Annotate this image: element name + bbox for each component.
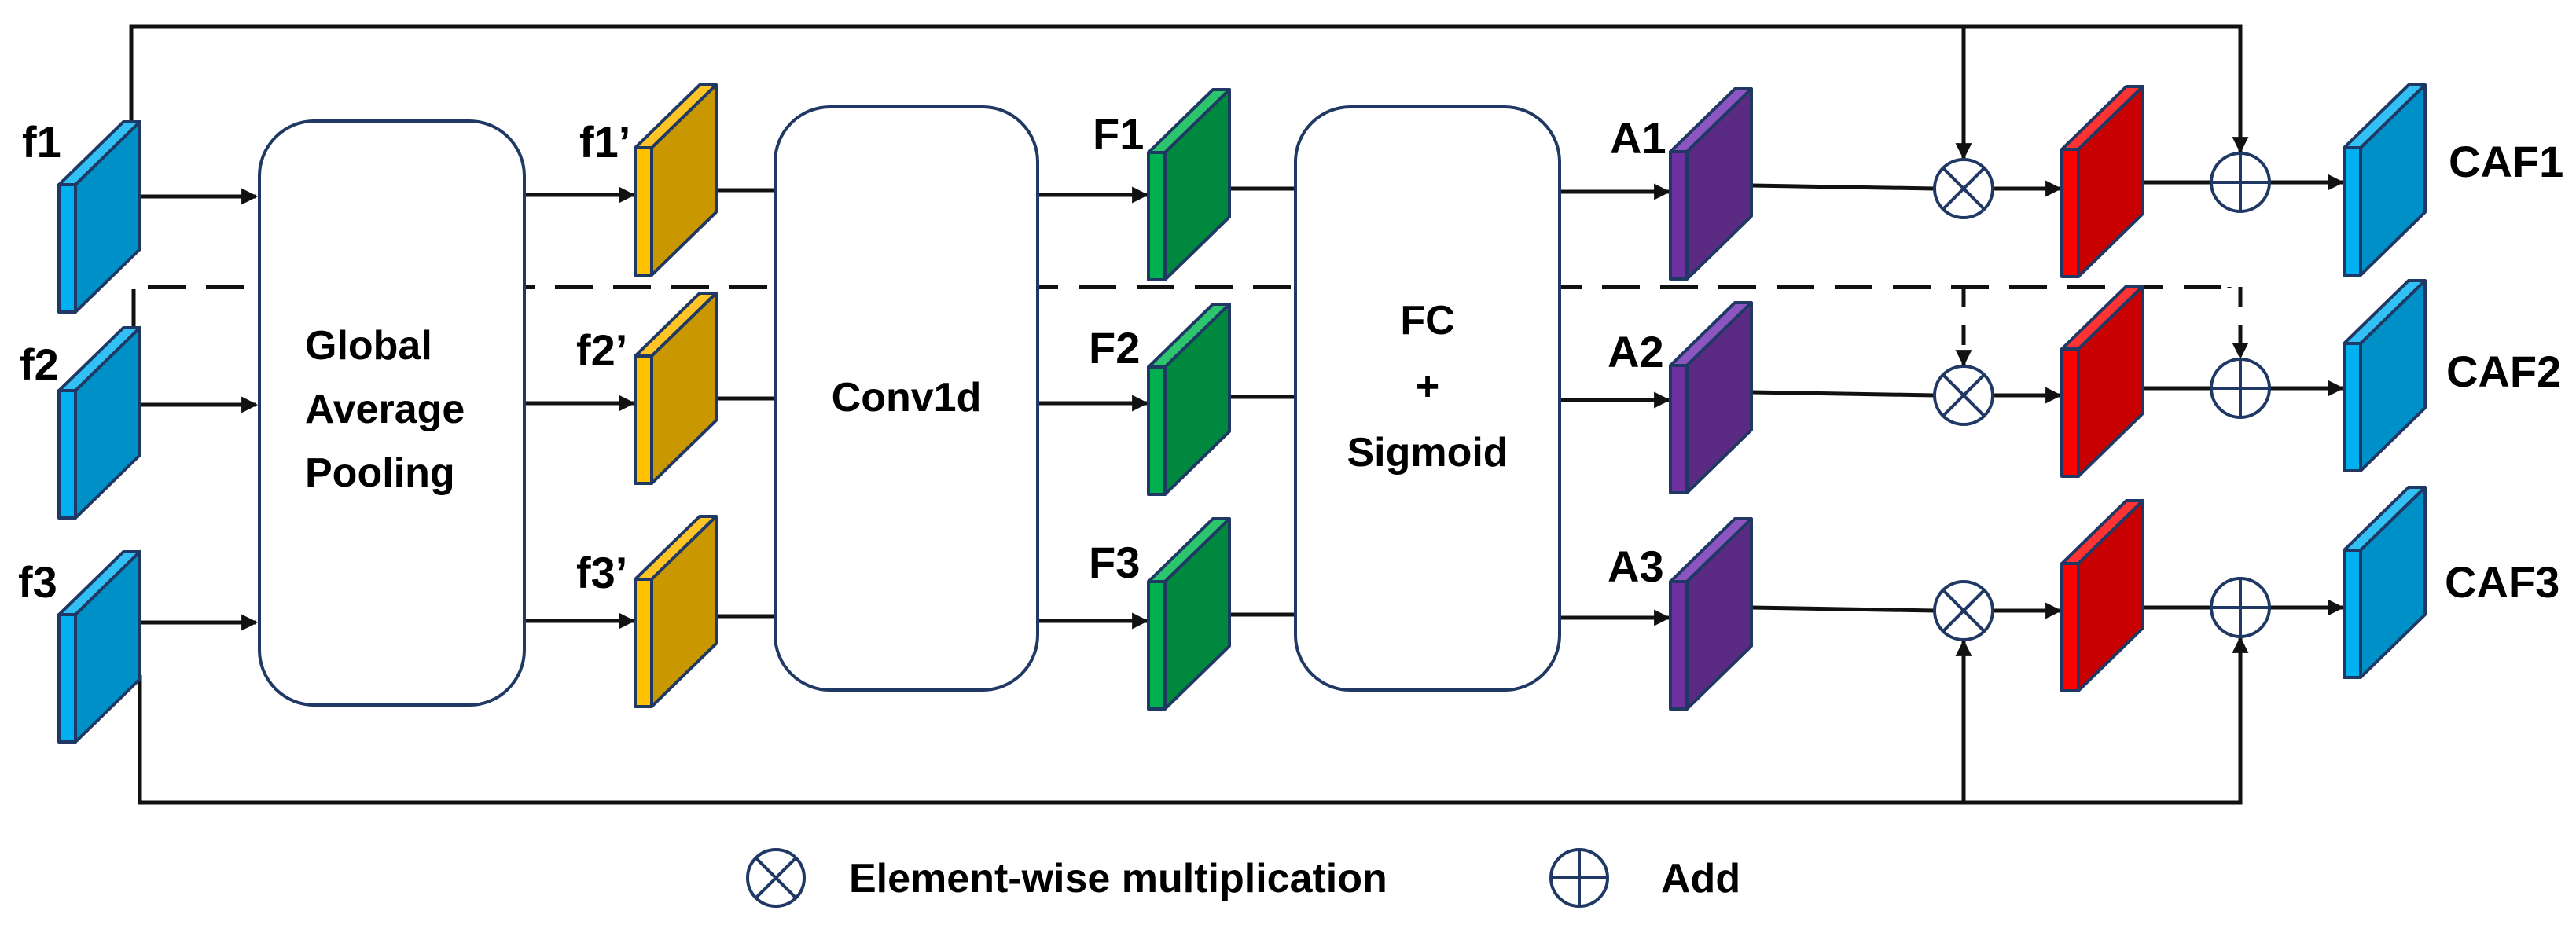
input-feature-f3-front-edge bbox=[57, 613, 77, 744]
skip-line-f1-to-add1 bbox=[129, 24, 2249, 154]
fc-sigmoid-box-text-line: FC bbox=[1400, 298, 1454, 343]
input-feature-f1-front-edge bbox=[57, 183, 77, 314]
input-feature-f2 bbox=[57, 326, 141, 520]
multiply-node-1 bbox=[1933, 158, 1994, 219]
conv-feature-f3-front-edge bbox=[1147, 580, 1167, 711]
label-f1: F1 bbox=[1093, 109, 1144, 159]
attention-weight-a1 bbox=[1669, 87, 1753, 281]
pooled-feature-f2p-front-edge bbox=[634, 354, 653, 485]
times-stroke bbox=[1942, 589, 1986, 633]
legend-item-add: Add bbox=[1549, 848, 1740, 908]
times-stroke bbox=[1942, 167, 1986, 211]
conv-feature-f2-front-edge bbox=[1147, 365, 1167, 496]
conv-feature-f2 bbox=[1147, 303, 1231, 496]
label-a1: A1 bbox=[1610, 113, 1666, 163]
attention-weight-a1-front-edge bbox=[1669, 150, 1689, 281]
conv-feature-f1 bbox=[1147, 88, 1231, 281]
pooled-feature-f2p bbox=[634, 292, 718, 485]
input-feature-f2-front-edge bbox=[57, 389, 77, 520]
label-f2: f2 bbox=[20, 340, 59, 389]
pooled-feature-f1p-front-edge bbox=[634, 146, 653, 277]
label-f3: F3 bbox=[1089, 538, 1140, 587]
multiply-node-2 bbox=[1933, 365, 1994, 426]
times-stroke bbox=[755, 857, 797, 899]
line-a-to-multiply-2 bbox=[1751, 390, 1935, 398]
weighted-feature-w1-front-edge bbox=[2060, 148, 2080, 278]
legend-add-symbol bbox=[1549, 848, 1609, 908]
label-f3p: f3’ bbox=[576, 548, 627, 597]
weighted-feature-w2 bbox=[2060, 285, 2144, 478]
label-a2: A2 bbox=[1608, 327, 1664, 376]
fc-sigmoid-box-text-line: + bbox=[1416, 364, 1439, 409]
attention-weight-a2-front-edge bbox=[1669, 364, 1689, 494]
global-average-pooling-box-text-line: Average bbox=[305, 387, 465, 432]
line-a-to-multiply-3 bbox=[1751, 605, 1935, 613]
pooled-feature-f1p bbox=[634, 83, 718, 277]
pooled-feature-f3p bbox=[634, 515, 718, 708]
attention-weight-a3 bbox=[1669, 517, 1753, 711]
fc-sigmoid-box-text-line: Sigmoid bbox=[1347, 430, 1508, 476]
input-feature-f1 bbox=[57, 120, 141, 314]
conv1d-box bbox=[774, 105, 1039, 692]
label-f3: f3 bbox=[18, 557, 57, 607]
output-feature-caf2 bbox=[2343, 279, 2427, 472]
global-average-pooling-box-text-line: Pooling bbox=[305, 450, 455, 496]
conv-feature-f1-front-edge bbox=[1147, 151, 1167, 281]
add-node-1 bbox=[2210, 152, 2271, 213]
label-caf1: CAF1 bbox=[2449, 137, 2563, 186]
output-feature-caf3 bbox=[2343, 486, 2427, 679]
add-node-2 bbox=[2210, 358, 2271, 419]
fc-sigmoid-box bbox=[1294, 105, 1561, 692]
label-a3: A3 bbox=[1608, 542, 1664, 591]
add-node-3 bbox=[2210, 577, 2271, 638]
line-a-to-multiply-1 bbox=[1751, 183, 1935, 191]
input-feature-f3 bbox=[57, 550, 141, 744]
operator-nodes bbox=[1933, 152, 2271, 641]
skip-line-f3-to-add3 bbox=[138, 636, 2249, 805]
output-feature-caf2-front-edge bbox=[2343, 342, 2362, 472]
global-average-pooling-box-text-line: Global bbox=[305, 323, 432, 369]
label-f2: F2 bbox=[1089, 323, 1140, 373]
processing-boxes bbox=[258, 105, 1561, 707]
multiply-node-3 bbox=[1933, 580, 1994, 641]
label-caf3: CAF3 bbox=[2445, 557, 2559, 607]
output-feature-caf1-front-edge bbox=[2343, 146, 2362, 277]
label-f2p: f2’ bbox=[576, 325, 627, 375]
weighted-feature-w2-front-edge bbox=[2060, 347, 2080, 478]
conv-feature-f3 bbox=[1147, 517, 1231, 711]
legend-multiply-symbol bbox=[746, 848, 806, 908]
label-caf2: CAF2 bbox=[2446, 347, 2561, 396]
attention-weight-a3-front-edge bbox=[1669, 580, 1689, 711]
legend: Element-wise multiplication Add bbox=[746, 848, 1740, 908]
legend-multiply-label: Element-wise multiplication bbox=[849, 856, 1387, 901]
conv1d-box-text-line: Conv1d bbox=[832, 375, 982, 420]
output-feature-caf3-front-edge bbox=[2343, 549, 2362, 679]
pooled-feature-f3p-front-edge bbox=[634, 578, 653, 708]
attention-weight-a2 bbox=[1669, 301, 1753, 494]
weighted-feature-w3 bbox=[2060, 499, 2144, 692]
output-feature-caf1 bbox=[2343, 83, 2427, 277]
label-f1p: f1’ bbox=[579, 117, 630, 167]
times-stroke bbox=[1942, 373, 1986, 417]
global-average-pooling-box bbox=[258, 119, 526, 707]
weighted-feature-w3-front-edge bbox=[2060, 562, 2080, 692]
label-f1: f1 bbox=[22, 117, 61, 167]
feature-maps bbox=[57, 83, 2427, 744]
weighted-feature-w1 bbox=[2060, 85, 2144, 278]
legend-add-label: Add bbox=[1661, 856, 1740, 901]
connector-lines bbox=[129, 24, 2345, 805]
legend-item-multiply: Element-wise multiplication bbox=[746, 848, 1387, 908]
